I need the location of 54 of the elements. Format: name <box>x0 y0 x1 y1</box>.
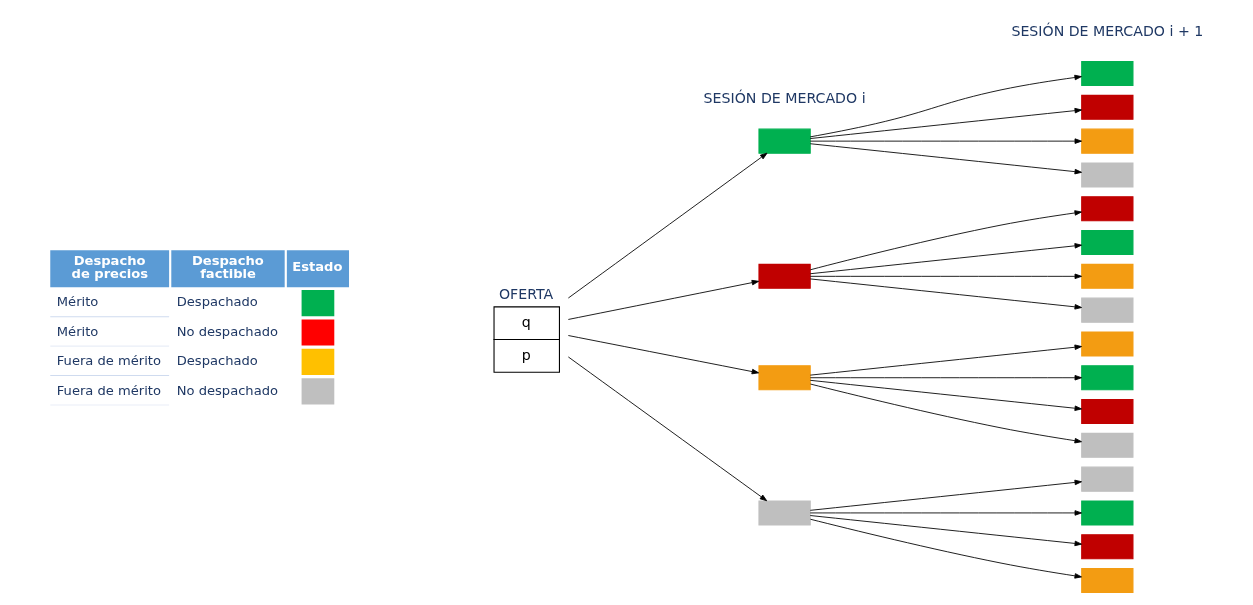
node-box <box>1081 61 1134 87</box>
arrow <box>810 518 1082 579</box>
legend-label: Despachado <box>176 353 258 369</box>
legend-label: Despachado <box>176 294 258 310</box>
arrow <box>809 379 1082 411</box>
node-box <box>758 500 811 526</box>
arrow <box>567 335 760 375</box>
arrow <box>809 143 1082 175</box>
node-box <box>1081 94 1134 120</box>
arrow <box>809 375 1082 381</box>
arrow <box>809 278 1082 310</box>
label: Fuera de mérito <box>56 382 161 398</box>
arrow <box>809 74 1082 138</box>
legend-label: No despachado <box>176 323 278 339</box>
node-box <box>1081 568 1134 594</box>
arrow <box>809 510 1082 516</box>
node-box <box>1081 399 1134 425</box>
node-box <box>758 263 811 289</box>
node-box <box>1081 263 1134 289</box>
node-box <box>1081 466 1134 492</box>
node-label: OFERTA <box>498 285 554 302</box>
node-box <box>1081 230 1134 256</box>
node-box <box>1081 196 1134 222</box>
arrow <box>567 152 768 299</box>
node-box <box>1081 162 1134 188</box>
arrow <box>809 243 1082 275</box>
arrow <box>809 479 1082 511</box>
arrow <box>809 138 1082 144</box>
label: Mérito <box>56 323 99 339</box>
arrow <box>809 515 1082 547</box>
arrow <box>809 273 1082 280</box>
arrow <box>809 344 1082 376</box>
label: SESIÓN DE MERCADO i <box>703 90 866 107</box>
label: Estado <box>292 258 343 274</box>
node-box <box>1081 534 1134 560</box>
arrow <box>810 383 1082 444</box>
node-box <box>1081 500 1134 526</box>
label: Despacho de precios <box>71 252 149 282</box>
arrow <box>810 210 1082 271</box>
label: Mérito <box>56 294 99 310</box>
legend-label: No despachado <box>176 382 278 398</box>
label: SESIÓN DE MERCADO i + 1 <box>1011 22 1204 39</box>
arrow <box>567 356 768 502</box>
node-box <box>1081 331 1134 357</box>
label: Despacho factible <box>192 252 264 282</box>
node-box <box>1081 128 1134 154</box>
node-box <box>758 128 811 154</box>
node-box <box>758 365 811 391</box>
label: Fuera de mérito <box>56 353 161 369</box>
node-box <box>1081 432 1134 458</box>
arrow <box>809 107 1082 139</box>
arrow <box>567 279 760 320</box>
node-box <box>1081 297 1134 323</box>
node-box <box>1081 365 1134 391</box>
